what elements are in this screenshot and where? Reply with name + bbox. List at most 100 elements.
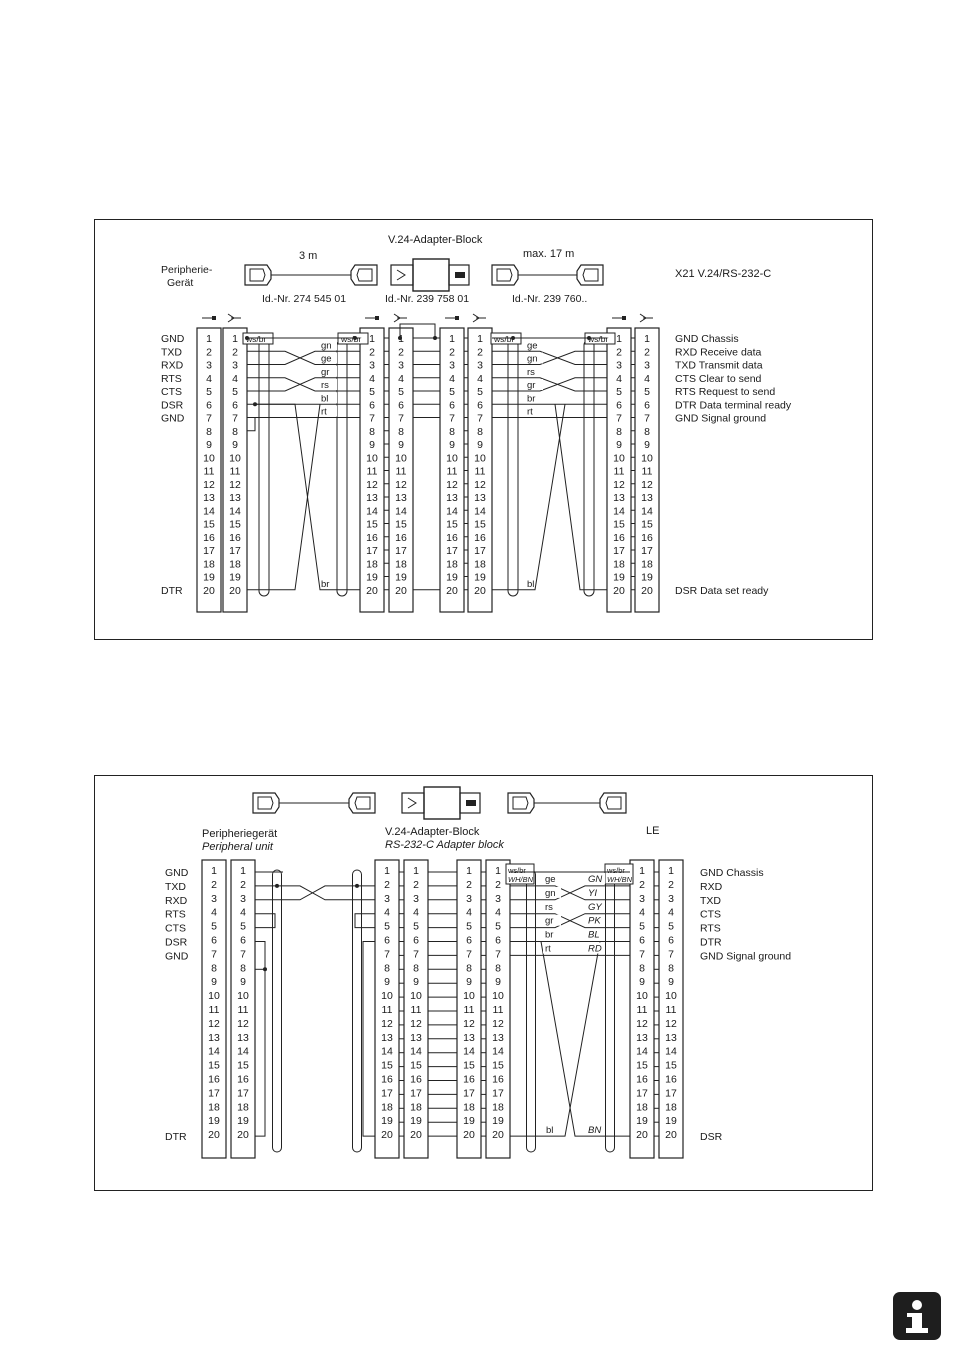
d1-adapter-in-pin-label: 15 [366,519,378,531]
d2-connector-b-pin-label: 4 [240,907,246,919]
d2-adapter-in-pin-label: 9 [384,976,390,988]
d1-adapter-in2-pin-label: 18 [446,558,458,570]
d1-connector-b-pin-label: 20 [229,585,241,597]
adapter-socket-icon [401,792,425,814]
right-signal-dsr: DSR Data set ready [675,585,769,597]
d2-adapter-out-pin-label: 20 [410,1129,422,1141]
shield-label: ws/br [245,334,266,344]
d1-adapter-in2-pin-label: 1 [449,333,455,345]
d1-adapter-out2-pin-label: 11 [475,466,486,478]
d2-adapter-in-pin-label: 17 [381,1087,393,1099]
d2-connector-a-pin-label: 12 [208,1018,220,1030]
info-icon [893,1292,941,1340]
d1-adapter-out-pin-label: 18 [395,558,407,570]
wire-label-bg [525,352,543,364]
d1-adapter-out-pin-label: 17 [395,545,407,557]
cable-plug-icon [244,264,272,286]
cable-plug-icon [257,796,274,810]
d2-adapter-in-pin-label: 4 [384,907,390,919]
wire-color-label: gn [545,888,556,899]
d2-adapter-out-box [403,859,429,1159]
d1-adapter-out-pin-label: 10 [395,452,407,464]
junction-dot [353,336,357,340]
d2-adapter-in2-pin-label: 5 [466,921,472,933]
d1-connector-c-pin-label: 3 [616,360,622,372]
d1-connector-c-pin-label: 8 [616,426,622,438]
d1-adapter-in2-pin-label: 2 [449,346,455,358]
d2-connector-a-pin-label: 8 [211,962,217,974]
wire-label-bg [543,914,561,926]
d2-connector-d-pin-label: 12 [665,1018,677,1030]
d2-adapter-in-pin-label: 14 [381,1046,393,1058]
d2-connector-a-pin-label: 1 [211,865,217,877]
d2-connector-d-pin-label: 15 [665,1060,677,1072]
male-plug-icon [622,316,626,320]
d2-connector-b-pin-label: 7 [240,948,246,960]
d2-connector-c-pin-label: 11 [637,1004,648,1016]
d1-adapter-in-pin-label: 14 [366,505,378,517]
junction-dot [398,336,402,340]
d1-connector-d-pin-label: 19 [641,572,653,584]
d2-connector-a-pin-label: 19 [208,1115,220,1127]
d1-adapter-out2-pin-label: 14 [474,505,486,517]
d1-connector-a-pin-label: 12 [203,479,215,491]
wire-label-bg [319,365,337,377]
d2-adapter-in-pin-label: 6 [384,935,390,947]
d2-adapter-in-pin-label: 11 [382,1004,393,1016]
d2-adapter-in-pin-label: 2 [384,879,390,891]
d2-adapter-in-pin-label: 10 [381,990,393,1002]
d1-connector-b-pin-label: 8 [232,426,238,438]
wire-color-label: gr [527,380,535,391]
d2-connector-b-pin-label: 3 [240,893,246,905]
d2-connector-d-pin-label: 3 [668,893,674,905]
shield-label-en: WH/BN [607,875,633,884]
d2-adapter-out-pin-label: 11 [411,1004,422,1016]
wire-label-bg [543,886,561,898]
d1-connector-b-pin-label: 14 [229,505,241,517]
data-wire [492,377,607,392]
d2-connector-c-pin-label: 7 [639,948,645,960]
d1-adapter-in-pin-label: 16 [366,532,378,544]
left-signal-label: CTS [165,923,186,935]
d2-adapter-in2-pin-label: 12 [463,1018,475,1030]
d2-connector-b-pin-label: 1 [240,865,246,877]
d2-adapter-in2-pin-label: 17 [463,1087,475,1099]
d1-connector-a-pin-label: 8 [206,426,212,438]
d1-adapter-in-pin-label: 17 [366,545,378,557]
d2-adapter-in-pin-label: 16 [381,1074,393,1086]
cable-a-length: 3 m [299,250,317,262]
d1-connector-d-pin-label: 10 [641,452,653,464]
right-signal-label: TXD [700,895,721,907]
d2-connector-b-box [230,859,256,1159]
d2-connector-a-pin-label: 10 [208,990,220,1002]
left-signal-label: RXD [165,895,188,907]
d1-adapter-out-pin-label: 9 [398,439,404,451]
wire-color-label: ge [321,354,332,365]
d2-connector-b-pin-label: 14 [237,1046,249,1058]
d2-adapter-in2-pin-label: 6 [466,935,472,947]
d2-adapter-out2-pin-label: 5 [495,921,501,933]
d2-adapter-out2-pin-label: 1 [495,865,501,877]
d1-adapter-out-pin-label: 8 [398,426,404,438]
d1-adapter-in-pin-label: 12 [366,479,378,491]
cable-b-length: max. 17 m [523,248,574,260]
d1-connector-b-pin-label: 2 [232,346,238,358]
wire-color-label: bl [546,1125,553,1136]
bridge-wire [362,941,375,1137]
d1-connector-d-pin-label: 8 [644,426,650,438]
d1-adapter-out2-pin-label: 6 [477,399,483,411]
d1-connector-a-pin-label: 10 [203,452,215,464]
right-signal-dsr: DSR [700,1131,723,1143]
left-signal-dtr: DTR [161,585,183,597]
wire-label-bg [543,900,561,912]
d1-connector-a-pin-label: 20 [203,585,215,597]
cable-plug-icon [491,264,519,286]
wire-color-label: br [321,579,329,590]
adapter-plug-icon [466,800,476,806]
junction-dot [253,402,257,407]
d1-connector-b-pin-label: 7 [232,413,238,425]
d1-adapter-in-pin-label: 9 [369,439,375,451]
d2-adapter-out2-pin-label: 3 [495,893,501,905]
d1-connector-d-pin-label: 17 [641,545,653,557]
wire-color-label: br [527,393,535,404]
